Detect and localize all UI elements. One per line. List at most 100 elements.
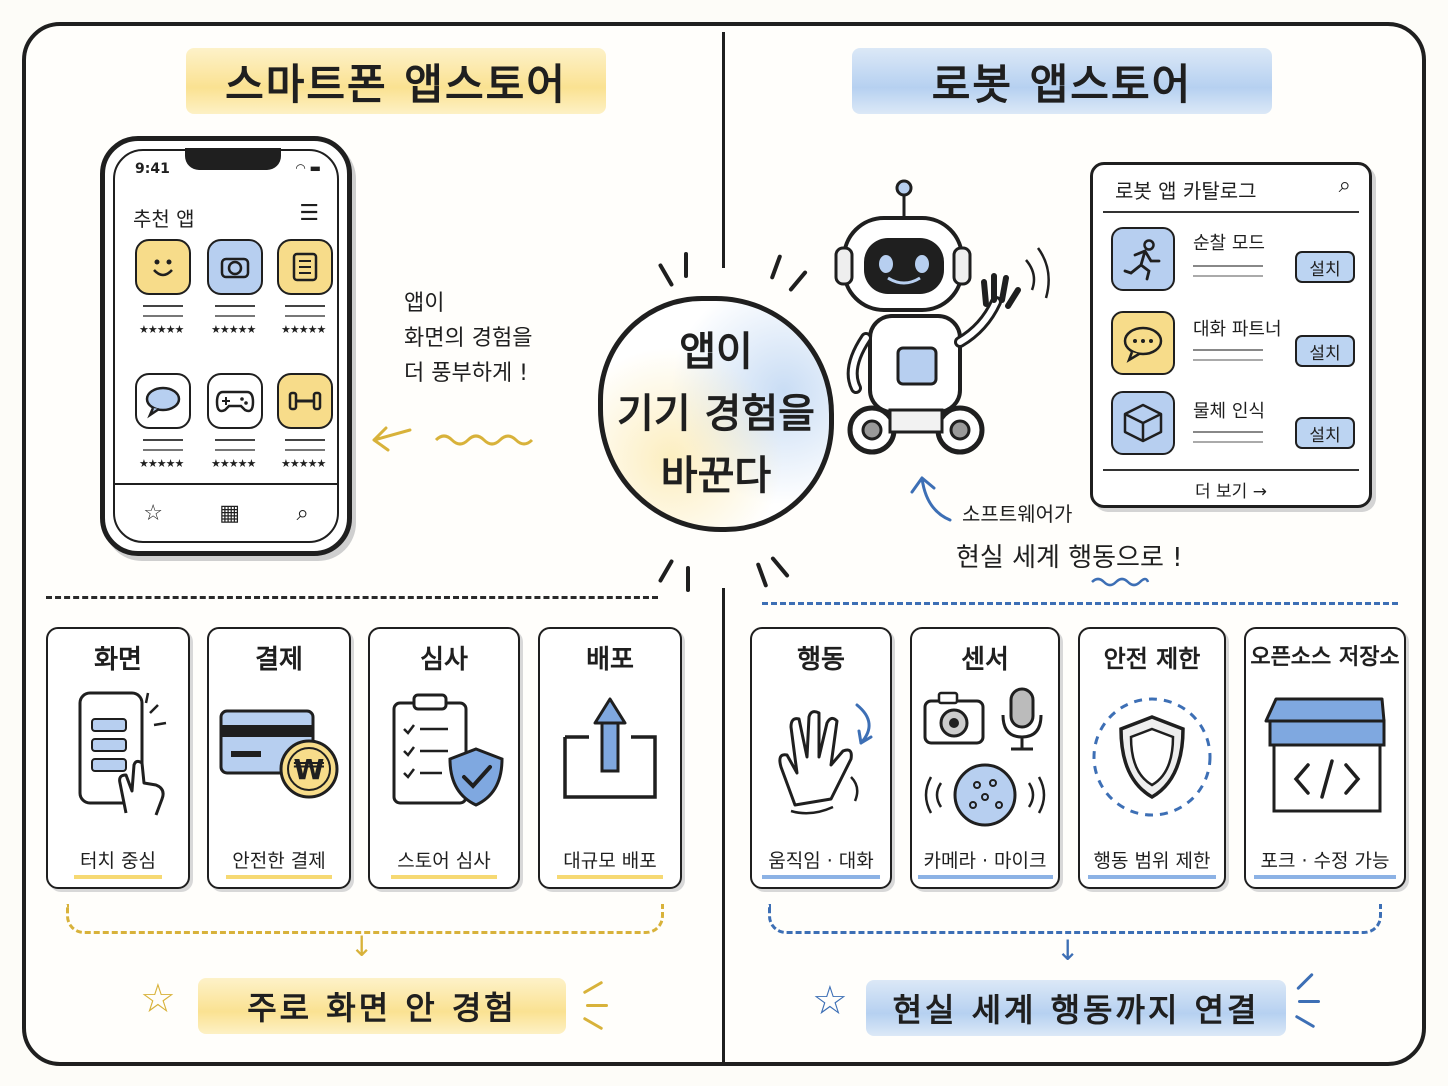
- app-rating: ★★★★★: [139, 457, 184, 470]
- gamepad-app-icon[interactable]: [207, 373, 263, 429]
- left-group-brace: [66, 904, 664, 934]
- star-icon: ☆: [140, 976, 176, 1022]
- card-action: 행동 움직임 · 대화: [750, 627, 892, 889]
- card-title: 배포: [586, 645, 634, 675]
- star-icon: ☆: [812, 978, 848, 1024]
- card-title: 행동: [797, 645, 845, 675]
- app-label-lines: [285, 439, 325, 451]
- down-arrow-icon: ↓: [1056, 934, 1080, 967]
- catalog-item-name: 순찰 모드: [1193, 233, 1265, 254]
- app-label-lines: [143, 439, 183, 451]
- caption-text: 포크 · 수정 가능: [1254, 850, 1396, 879]
- catalog-item-lines: [1193, 431, 1263, 443]
- catalog-item-name: 대화 파트너: [1193, 319, 1282, 340]
- emphasis-mark: [1298, 1000, 1320, 1003]
- see-more-link[interactable]: 더 보기 →: [1195, 482, 1267, 502]
- left-section-divider: [46, 596, 658, 599]
- smiley-app-icon[interactable]: [135, 239, 191, 295]
- card-review: 심사 스토어 심사: [368, 627, 520, 889]
- note-line: 화면의 경험을: [404, 326, 533, 352]
- caption-text: 안전한 결제: [226, 850, 332, 879]
- phone-time: 9:41: [135, 161, 170, 177]
- search-icon[interactable]: ⌕: [1338, 173, 1351, 198]
- left-note: 앱이 화면의 경험을 더 풍부하게 !: [404, 286, 532, 392]
- app-label-lines: [215, 439, 255, 451]
- wavy-underline: [1091, 577, 1150, 587]
- credit-card-icon: ₩: [219, 709, 339, 799]
- catalog-title: 로봇 앱 카탈로그: [1115, 179, 1257, 203]
- app-label-lines: [143, 305, 183, 317]
- catalog-item-lines: [1193, 349, 1263, 361]
- right-title: 로봇 앱스토어: [852, 48, 1272, 114]
- phone-header: 추천 앱: [133, 207, 195, 231]
- star-icon[interactable]: ☆: [143, 500, 163, 526]
- app-rating: ★★★★★: [211, 323, 256, 336]
- touch-phone-icon: [78, 691, 167, 816]
- left-note-arrow-icon: [372, 426, 534, 452]
- card-caption: 스토어 심사: [370, 846, 518, 879]
- right-section-divider: [762, 602, 1398, 605]
- checklist-shield-icon: [392, 693, 504, 807]
- left-title: 스마트폰 앱스토어: [186, 48, 606, 114]
- catalog-divider: [1103, 469, 1359, 471]
- left-summary: 주로 화면 안 경험: [198, 978, 566, 1034]
- phone-screen: 9:41 ◠ ▬ 추천 앱 ☰ ★★★★★ ★★★★★ ★★★★★ ★★★★: [113, 148, 339, 543]
- robot-illustration: [834, 179, 1050, 455]
- cube-icon: [1111, 391, 1175, 455]
- install-button[interactable]: 설치: [1295, 251, 1355, 283]
- grid-icon[interactable]: ▦: [219, 500, 241, 526]
- card-payment: 결제 ₩ 안전한 결제: [207, 627, 351, 889]
- camera-app-icon[interactable]: [207, 239, 263, 295]
- upload-icon: [563, 697, 657, 799]
- phone-tab-bar: ☆ ▦ ⌕: [115, 483, 337, 541]
- emphasis-mark: [586, 1004, 608, 1007]
- card-title: 안전 제한: [1103, 645, 1201, 673]
- card-caption: 터치 중심: [48, 846, 188, 879]
- card-safety: 안전 제한 행동 범위 제한: [1078, 627, 1226, 889]
- install-button[interactable]: 설치: [1295, 335, 1355, 367]
- right-note-bottom: 현실 세계 행동으로 !: [956, 543, 1183, 573]
- running-person-icon: [1111, 227, 1175, 291]
- code-box-icon: [1264, 697, 1386, 813]
- center-message-bubble: 앱이 기기 경험을 바꾼다: [598, 296, 834, 532]
- dumbbell-app-icon[interactable]: [277, 373, 333, 429]
- search-icon[interactable]: ⌕: [296, 500, 309, 526]
- menu-icon[interactable]: ☰: [299, 201, 319, 226]
- center-line: 앱이: [679, 329, 753, 375]
- smartphone: 9:41 ◠ ▬ 추천 앱 ☰ ★★★★★ ★★★★★ ★★★★★ ★★★★: [100, 136, 352, 556]
- app-rating: ★★★★★: [281, 323, 326, 336]
- svg-text:₩: ₩: [294, 753, 325, 786]
- signal-battery-icon: ◠ ▬: [295, 161, 321, 175]
- caption-text: 터치 중심: [74, 850, 162, 879]
- caption-text: 대규모 배포: [557, 850, 663, 879]
- card-distribution: 배포 대규모 배포: [538, 627, 682, 889]
- caption-text: 움직임 · 대화: [762, 850, 880, 879]
- install-button[interactable]: 설치: [1295, 417, 1355, 449]
- card-caption: 움직임 · 대화: [752, 846, 890, 879]
- card-caption: 행동 범위 제한: [1080, 846, 1224, 879]
- chat-bubble-icon: [1111, 311, 1175, 375]
- chat-app-icon[interactable]: [135, 373, 191, 429]
- caption-text: 카메라 · 마이크: [917, 850, 1053, 879]
- app-rating: ★★★★★: [211, 457, 256, 470]
- emphasis-mark: [684, 252, 688, 278]
- note-line: 더 풍부하게 !: [404, 361, 529, 387]
- app-label-lines: [215, 305, 255, 317]
- card-caption: 포크 · 수정 가능: [1246, 846, 1404, 879]
- card-caption: 카메라 · 마이크: [912, 846, 1058, 879]
- card-title: 화면: [94, 645, 142, 675]
- card-screen: 화면 터치 중심: [46, 627, 190, 889]
- catalog-item-name: 물체 인식: [1193, 401, 1265, 422]
- card-title: 센서: [961, 645, 1009, 675]
- phone-notch: [185, 148, 281, 170]
- center-line: 바꾼다: [660, 453, 772, 499]
- up-arrow-icon: [910, 476, 952, 522]
- app-rating: ★★★★★: [139, 323, 184, 336]
- notes-app-icon[interactable]: [277, 239, 333, 295]
- card-caption: 대규모 배포: [540, 846, 680, 879]
- card-title: 결제: [255, 645, 303, 675]
- catalog-divider: [1103, 211, 1359, 213]
- camera-mic-icon: [923, 687, 1046, 827]
- shield-icon: [1092, 697, 1212, 817]
- card-sensors: 센서 카메라 · 마이크: [910, 627, 1060, 889]
